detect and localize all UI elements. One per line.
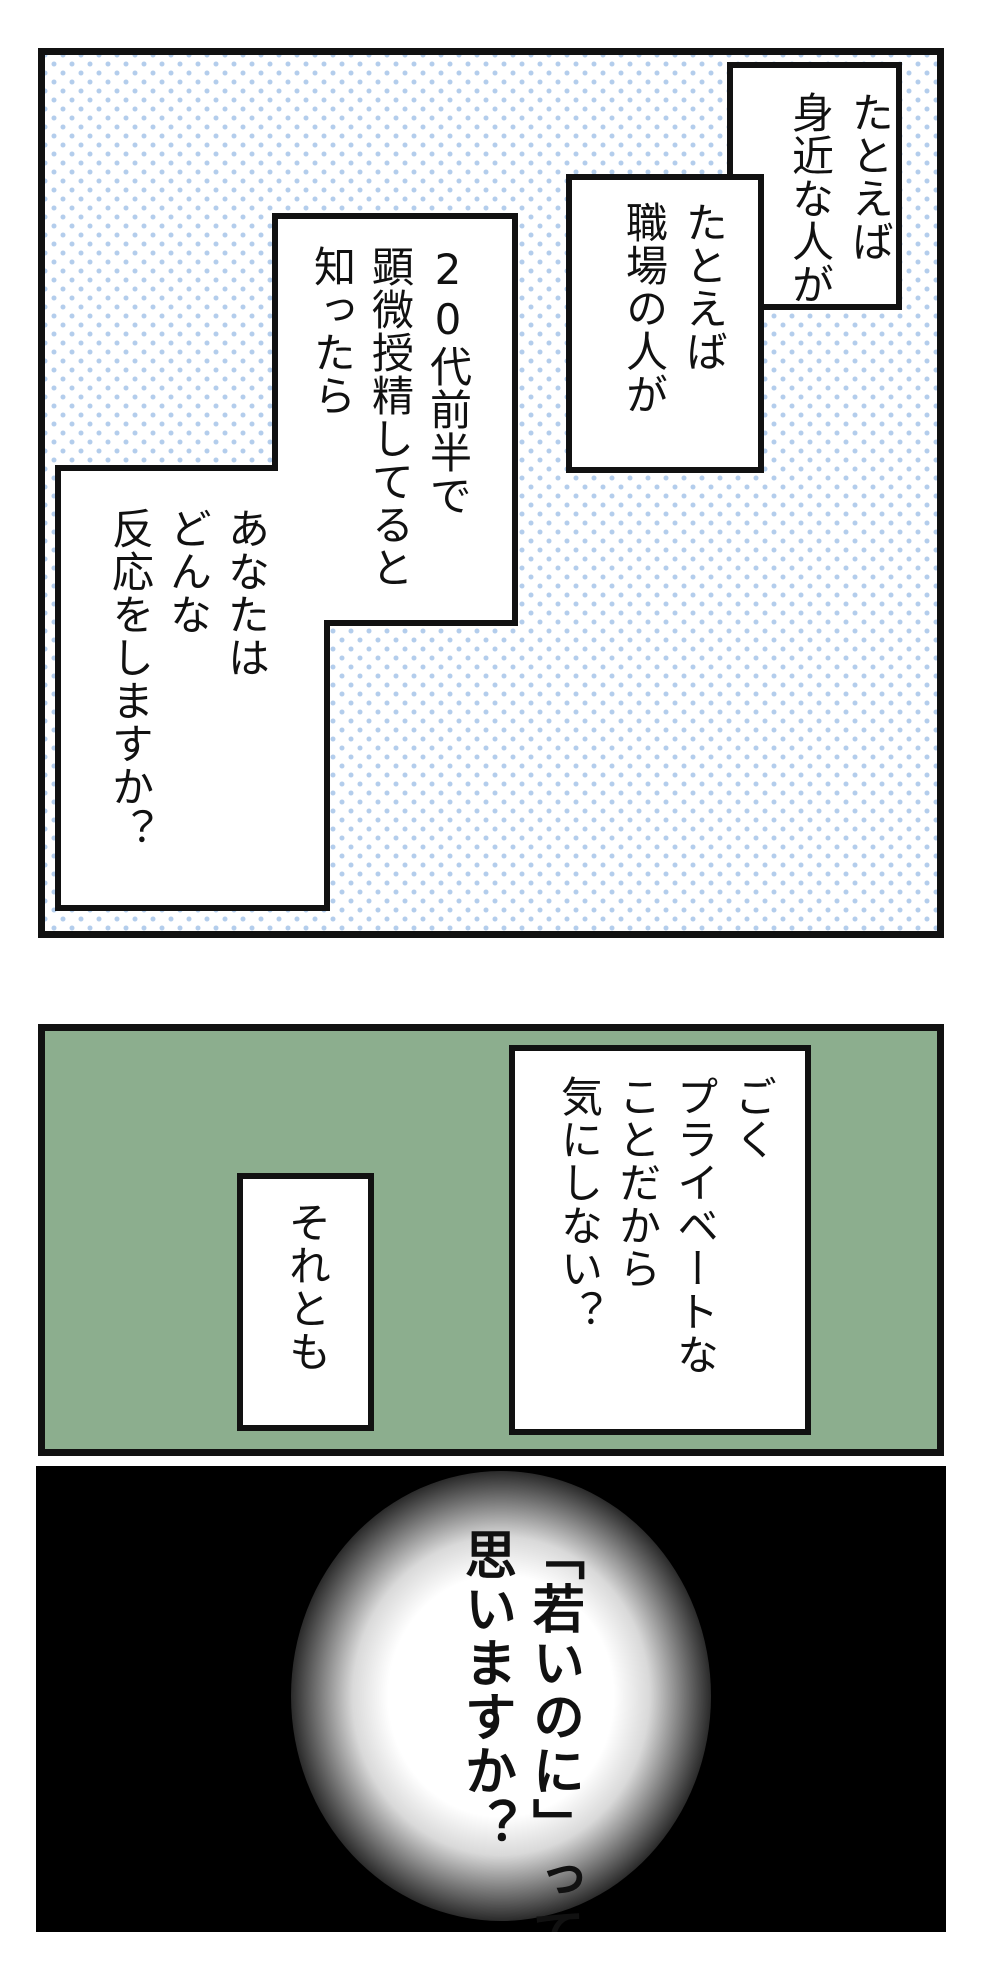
text-donna: どんな [163, 507, 213, 636]
text-ki-ni-shinai: 気にしない？ [554, 1075, 604, 1333]
radial-spotlight-effect [291, 1471, 711, 1921]
text-omoimasuka: 思いますか？ [455, 1528, 516, 1852]
text-shittara: 知ったら [307, 245, 357, 417]
speech-box-workplace-person [566, 174, 764, 473]
speech-box-outline-stepped [55, 213, 518, 911]
text-anata-wa: あなたは [221, 507, 271, 679]
speech-box-private-matter [509, 1045, 811, 1435]
speech-box-soretomo [237, 1173, 374, 1431]
comic-panel-2: ごく プライベートな ことだから 気にしない？ それとも [38, 1024, 944, 1456]
text-hannou-wo-shimasuka: 反応をしますか？ [105, 507, 155, 851]
text-mijikana-hito-ga: 身近な人が [785, 91, 835, 306]
speech-box-microinsemination [55, 213, 525, 911]
text-goku: ごく [728, 1075, 778, 1161]
text-shokuba-no-hito-ga: 職場の人が [619, 201, 669, 416]
text-kenbi-jusei: 顕微授精してると [365, 245, 415, 589]
text-private-na: プライベートな [670, 1075, 720, 1376]
text-soretomo: それとも [282, 1201, 332, 1373]
comic-panel-1: たとえば 身近な人が たとえば 職場の人が 20代前半で 顕微授精してると 知っ… [38, 48, 944, 938]
text-tatoeba-2: たとえば [679, 201, 729, 373]
text-wakai-noni-tte: 「若いのに」って [523, 1528, 584, 1932]
text-koto-dakara: ことだから [612, 1075, 662, 1290]
text-20dai-zenhan-de: 20代前半で [423, 245, 473, 517]
text-tatoeba-1: たとえば [845, 91, 895, 263]
comic-panel-3: 「若いのに」って 思いますか？ [36, 1466, 946, 1932]
